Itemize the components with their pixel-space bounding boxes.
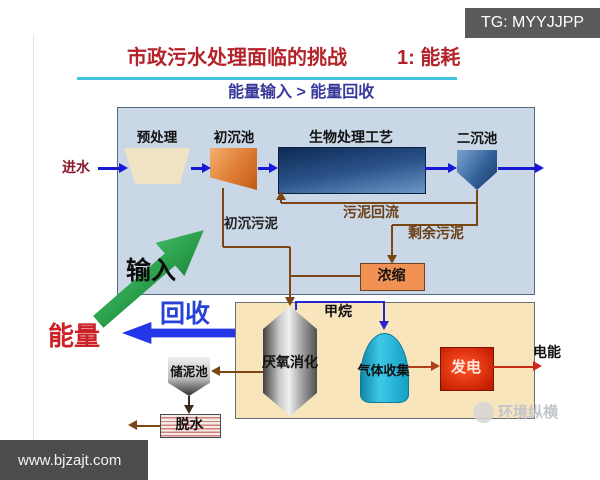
watermark-logo-icon: [473, 402, 494, 423]
energy-label: 能量: [48, 321, 101, 351]
primary-sludge-label: 初沉污泥: [224, 216, 278, 231]
tg-watermark-badge: TG: MYYJJPP: [465, 8, 600, 38]
influent-label: 进水: [62, 159, 90, 175]
methane-label: 甲烷: [324, 303, 352, 319]
watermark-text: 环境纵横: [498, 404, 559, 421]
dewatering-label: 脱水: [175, 416, 204, 432]
sludge-storage-label: 储泥池: [170, 365, 208, 379]
thickener-unit: [360, 263, 425, 291]
energy-input-label: 输入: [126, 257, 177, 285]
secondary-clarifier-label: 二沉池: [456, 131, 498, 146]
dewatering-unit: [160, 414, 221, 438]
biological-process-unit: [278, 147, 426, 194]
electricity-label: 电能: [533, 344, 561, 360]
slide-title: 市政污水处理面临的挑战: [127, 47, 347, 69]
sludge-return-label: 污泥回流: [343, 204, 399, 220]
primary-clarifier-label: 初沉池: [213, 130, 255, 145]
website-text: www.bjzajt.com: [18, 451, 122, 469]
thickener-label: 浓缩: [377, 267, 406, 283]
anaerobic-digester-unit: [263, 306, 317, 416]
slide-title-number: 1: 能耗: [397, 47, 461, 69]
anaerobic-digester-label: 厌氧消化: [262, 354, 318, 370]
gas-collection-label: 气体收集: [357, 363, 410, 378]
website-badge: www.bjzajt.com: [0, 440, 148, 480]
power-generation-label: 发电: [450, 359, 481, 376]
tg-badge-text: TG: MYYJJPP: [480, 14, 585, 31]
slide-left-edge-line: [33, 35, 34, 440]
power-generation-unit: [440, 347, 494, 391]
pretreatment-label: 预处理: [136, 130, 178, 145]
slide-subtitle: 能量输入 > 能量回收: [228, 84, 375, 101]
recovery-label: 回收: [160, 300, 211, 328]
title-underline: [77, 77, 457, 80]
excess-sludge-label: 剩余污泥: [408, 225, 464, 241]
pretreatment-unit: [124, 148, 190, 184]
biological-process-label: 生物处理工艺: [309, 129, 393, 145]
